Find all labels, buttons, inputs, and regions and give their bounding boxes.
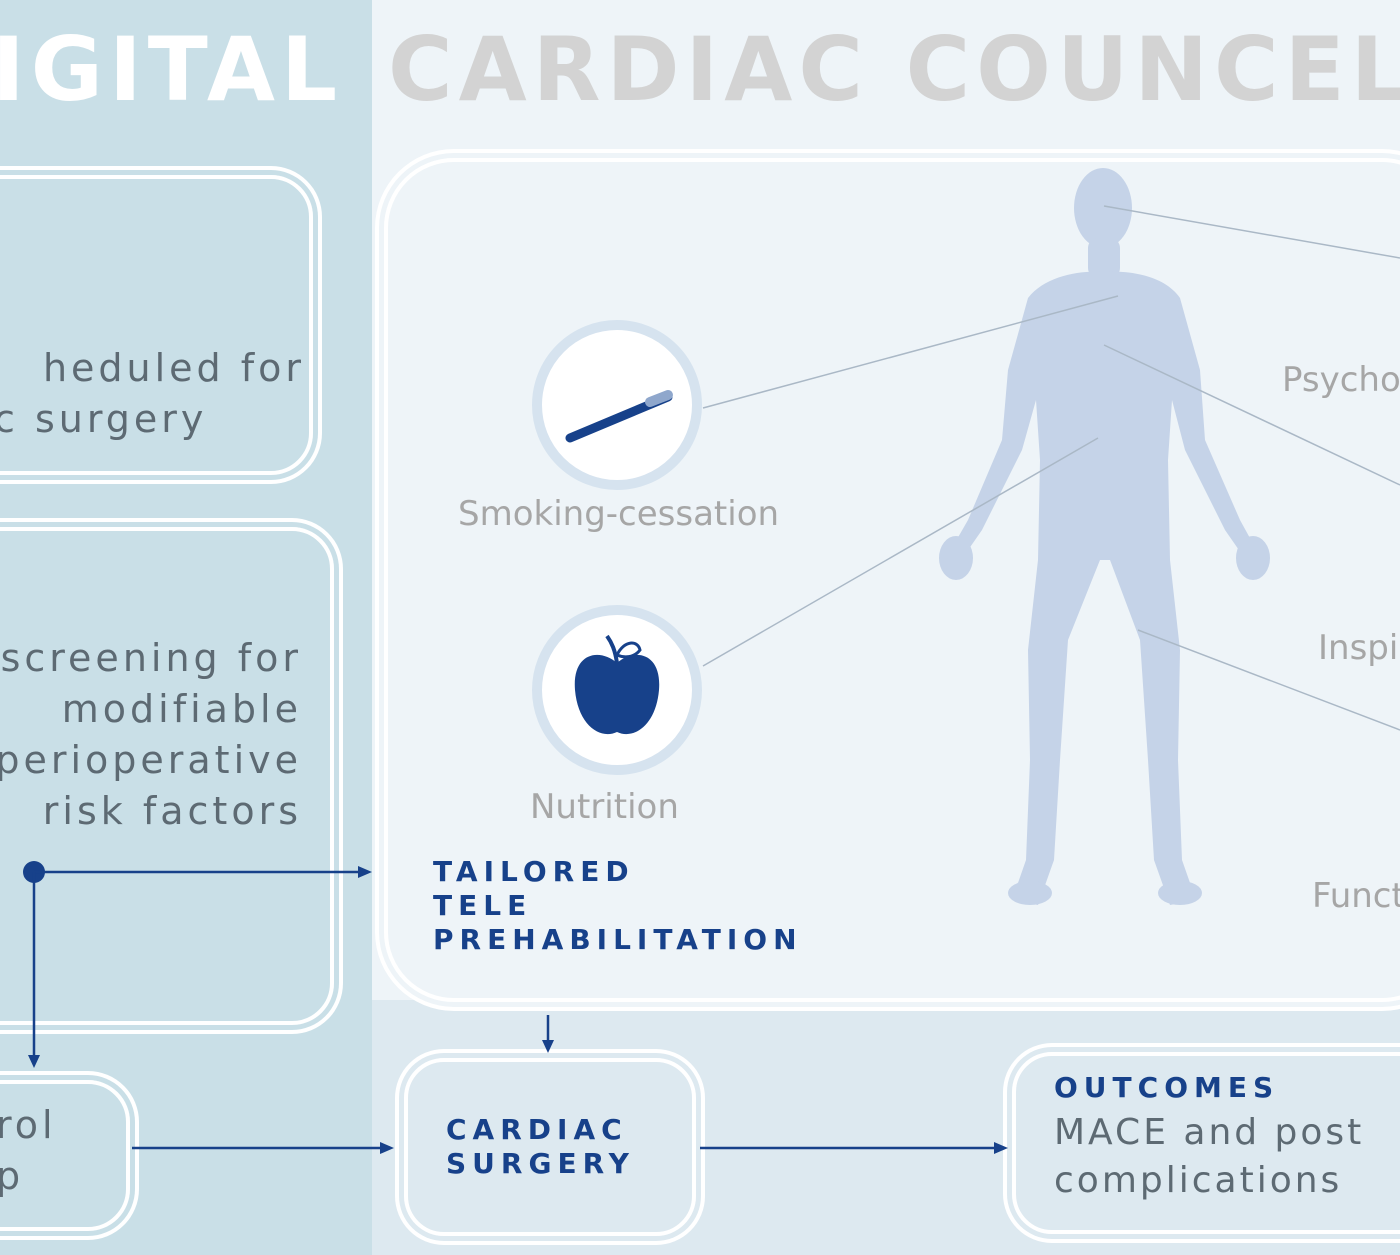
screening-text-3: perioperative (0, 738, 302, 782)
outcomes-line-1: MACE and post (1054, 1112, 1365, 1153)
cardiac-surgery-line-1: CARDIAC (446, 1113, 628, 1146)
funct-label: Funct (1312, 876, 1400, 916)
screening-text-4: risk factors (42, 789, 302, 833)
scheduled-text-2: c surgery (0, 397, 208, 441)
prehab-heading-2: TELE (433, 889, 533, 922)
screening-text-1: screening for (0, 636, 302, 680)
apple-icon (574, 634, 660, 735)
cardiac-surgery-line-2: SURGERY (446, 1147, 635, 1180)
control-box (0, 1080, 130, 1231)
cigarette-icon (565, 390, 673, 443)
scheduled-text-1: heduled for (42, 346, 305, 390)
human-silhouette (939, 168, 1270, 906)
prehab-heading-1: TAILORED (433, 855, 635, 888)
outcomes-box (1012, 1052, 1400, 1234)
outcomes-heading: OUTCOMES (1054, 1071, 1280, 1104)
nutrition-label: Nutrition (530, 787, 679, 827)
smoking-circle (532, 320, 702, 490)
flow-arrows (23, 861, 1008, 1154)
control-text-1: rol (0, 1103, 57, 1147)
prehabilitation-box (384, 158, 1400, 1002)
screening-box (0, 527, 334, 1025)
title-left: IGITAL (0, 18, 344, 121)
title-right: CARDIAC COUNCEL (388, 18, 1400, 121)
connector-lines (702, 205, 1400, 731)
prehab-heading-3: PREHABILITATION (433, 923, 803, 956)
inspi-label: Inspi (1318, 628, 1399, 668)
cardiac-surgery-box (404, 1058, 696, 1236)
outcomes-line-2: complications (1054, 1160, 1343, 1201)
scheduled-box (0, 175, 313, 475)
control-text-2: p (0, 1154, 25, 1198)
psycho-label: Psycho (1282, 360, 1400, 400)
smoking-cessation-label: Smoking-cessation (458, 494, 780, 534)
screening-text-2: modifiable (61, 687, 302, 731)
